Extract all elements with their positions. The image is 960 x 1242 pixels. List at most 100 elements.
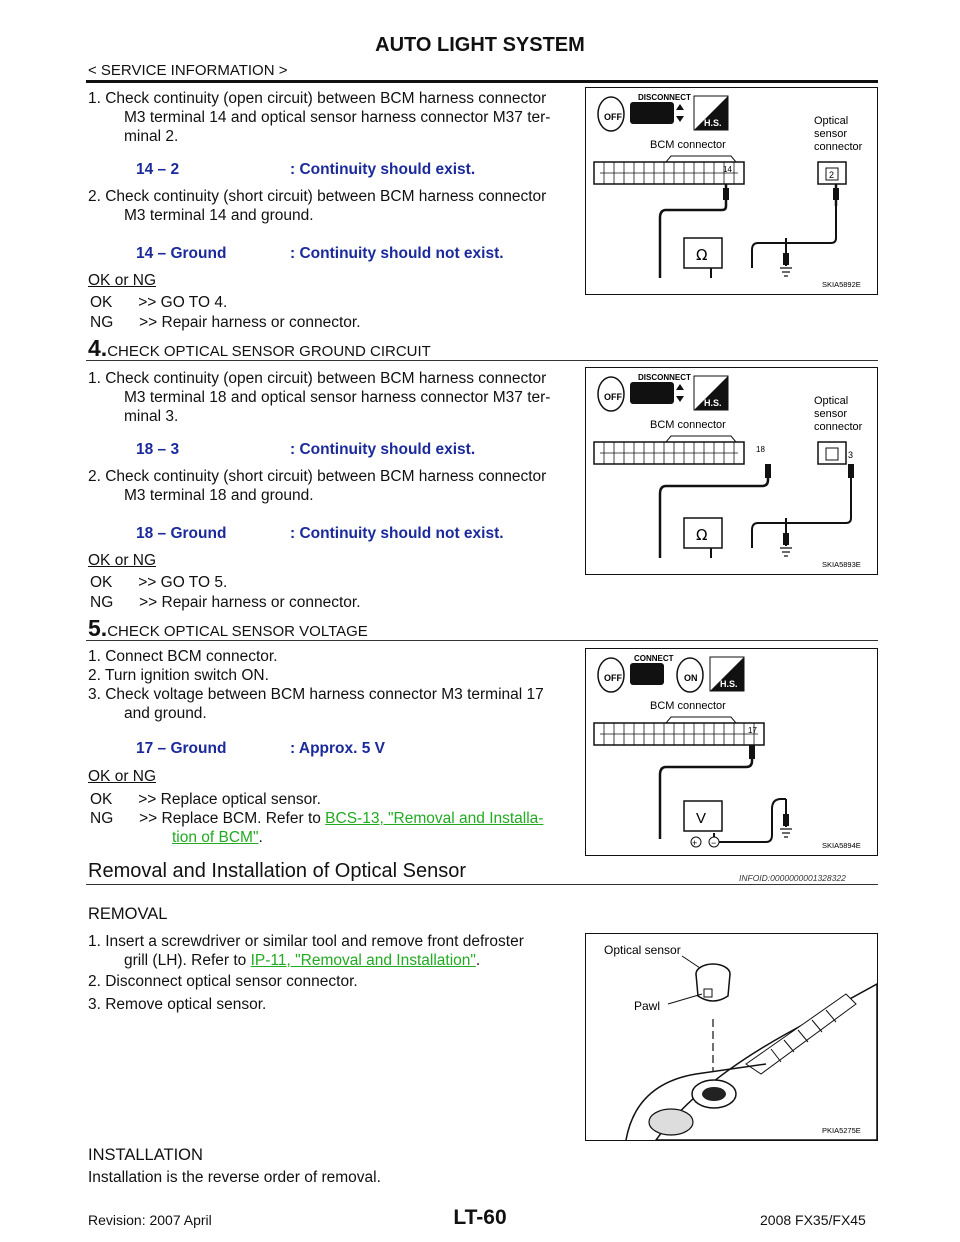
figure-continuity-14-2: OFF DISCONNECT H.S. BCM connector Optica… bbox=[585, 87, 878, 295]
ignition-switch-icon bbox=[597, 376, 625, 412]
svg-text:H.S.: H.S. bbox=[704, 398, 722, 408]
off-label: OFF bbox=[604, 112, 622, 122]
svg-text:H.S.: H.S. bbox=[720, 679, 738, 689]
ground-icon bbox=[780, 267, 792, 277]
step3-spec2-label: 14 – Ground bbox=[136, 245, 227, 262]
ignition-off-icon bbox=[597, 657, 625, 693]
step4-spec2-label: 18 – Ground bbox=[136, 525, 227, 542]
ignition-switch-icon bbox=[597, 96, 625, 132]
svg-text:BCM connector: BCM connector bbox=[650, 700, 726, 712]
figure-voltage-17: OFF CONNECT ON H.S. BCM connector 17 V +… bbox=[585, 648, 878, 856]
figure-code: SKIA5893E bbox=[822, 560, 861, 569]
footer-model: 2008 FX35/FX45 bbox=[760, 1212, 866, 1228]
speaker-grill bbox=[648, 1108, 694, 1136]
optical-sensor-label: Optical sensor bbox=[604, 943, 681, 957]
disconnect-label: DISCONNECT bbox=[638, 93, 691, 102]
wiring-diagram: OFF DISCONNECT H.S. BCM connector Optica… bbox=[593, 93, 863, 289]
svg-text:DISCONNECT: DISCONNECT bbox=[638, 373, 691, 382]
wiring-diagram: OFF CONNECT ON H.S. BCM connector 17 V +… bbox=[593, 654, 861, 850]
figure-code: SKIA5894E bbox=[822, 841, 861, 850]
step5-item2: 2. Turn ignition switch ON. bbox=[88, 667, 269, 684]
step4-rule bbox=[86, 360, 878, 361]
step4-ok: OK >> GO TO 5. bbox=[90, 574, 228, 591]
svg-text:sensor: sensor bbox=[814, 128, 847, 140]
svg-text:Ω: Ω bbox=[696, 526, 707, 544]
svg-text:BCM connector: BCM connector bbox=[650, 419, 726, 431]
svg-text:18: 18 bbox=[756, 445, 765, 454]
figure-continuity-18-3: OFF DISCONNECT H.S. BCM connector Optica… bbox=[585, 367, 878, 575]
connect-label: CONNECT bbox=[634, 654, 674, 663]
svg-text:sensor: sensor bbox=[814, 408, 847, 420]
step4-spec1-label: 18 – 3 bbox=[136, 441, 180, 458]
section-rule bbox=[86, 884, 878, 885]
probe-wire-1 bbox=[658, 464, 770, 558]
svg-text:ON: ON bbox=[684, 673, 698, 683]
step4-item2: 2. Check continuity (short circuit) betw… bbox=[88, 468, 547, 504]
disconnect-arrows-icon bbox=[676, 384, 684, 402]
removal-step-2: 2. Disconnect optical sensor connector. bbox=[88, 973, 358, 990]
svg-text:connector: connector bbox=[814, 141, 863, 153]
svg-text:V: V bbox=[696, 810, 706, 827]
svg-text:14: 14 bbox=[723, 165, 732, 174]
svg-text:Optical: Optical bbox=[814, 395, 848, 407]
step3-item2: 2. Check continuity (short circuit) betw… bbox=[88, 188, 547, 224]
svg-text:connector: connector bbox=[814, 421, 863, 433]
removal-heading: REMOVAL bbox=[88, 905, 168, 923]
step5-spec-label: 17 – Ground bbox=[136, 740, 227, 757]
svg-text:OFF: OFF bbox=[604, 673, 622, 683]
step3-ok: OK >> GO TO 4. bbox=[90, 294, 228, 311]
removal-step-3: 3. Remove optical sensor. bbox=[88, 996, 267, 1013]
step5-rule bbox=[86, 640, 878, 641]
step3-ok-ng: OK or NG bbox=[88, 272, 157, 289]
dashboard-illustration: Optical sensor Pawl PKIA5275E bbox=[604, 943, 877, 1140]
step5-item1: 1. Connect BCM connector. bbox=[88, 648, 278, 665]
disconnect-arrows-icon bbox=[676, 104, 684, 122]
step5-ok: OK >> Replace optical sensor. bbox=[90, 791, 321, 808]
removal-step-1: 1. Insert a screwdriver or similar tool … bbox=[88, 933, 524, 969]
ohmmeter bbox=[683, 517, 723, 549]
ignition-on-icon bbox=[676, 657, 704, 693]
svg-text:−: − bbox=[711, 838, 716, 848]
ip-11-link[interactable]: IP-11, "Removal and Installation" bbox=[250, 952, 476, 969]
wiring-diagram: OFF DISCONNECT H.S. BCM connector Optica… bbox=[593, 373, 863, 569]
step5-ok-ng: OK or NG bbox=[88, 768, 157, 785]
step4-ng: NG >> Repair harness or connector. bbox=[90, 594, 361, 611]
step5-ng: NG >> Replace BCM. Refer to BCS-13, "Rem… bbox=[90, 810, 544, 827]
step3-spec2-value: : Continuity should not exist. bbox=[290, 245, 504, 262]
info-id: INFOID:0000000001328322 bbox=[739, 873, 846, 883]
step4-item1: 1. Check continuity (open circuit) betwe… bbox=[88, 370, 551, 425]
step5-heading: 5.CHECK OPTICAL SENSOR VOLTAGE bbox=[88, 615, 368, 641]
connector-icon bbox=[630, 102, 674, 124]
installation-text: Installation is the reverse order of rem… bbox=[88, 1169, 381, 1186]
step4-heading: 4.CHECK OPTICAL SENSOR GROUND CIRCUIT bbox=[88, 335, 431, 361]
bcm-connector-label: BCM connector bbox=[650, 139, 726, 151]
svg-text:3: 3 bbox=[848, 450, 853, 460]
step4-spec1-value: : Continuity should exist. bbox=[290, 441, 476, 458]
step3-ng: NG >> Repair harness or connector. bbox=[90, 314, 361, 331]
step5-item3: 3. Check voltage between BCM harness con… bbox=[88, 686, 544, 722]
figure-optical-sensor-location: Optical sensor Pawl PKIA5275E bbox=[585, 933, 878, 1141]
page-number: LT-60 bbox=[453, 1206, 507, 1229]
ground-icon bbox=[780, 547, 792, 557]
bcs-13-link[interactable]: BCS-13, "Removal and Installa- bbox=[325, 810, 544, 827]
ground-icon bbox=[780, 828, 792, 838]
svg-text:17: 17 bbox=[748, 726, 757, 735]
step3-spec1-label: 14 – 2 bbox=[136, 161, 180, 178]
step4-spec2-value: : Continuity should not exist. bbox=[290, 525, 504, 542]
svg-text:Optical: Optical bbox=[814, 115, 848, 127]
svg-text:+: + bbox=[692, 838, 697, 848]
ohmmeter bbox=[683, 237, 723, 269]
bcs-13-link-cont[interactable]: tion of BCM" bbox=[172, 829, 259, 846]
step5-ng-cont: tion of BCM". bbox=[172, 829, 263, 846]
step4-ok-ng: OK or NG bbox=[88, 552, 157, 569]
step3-item1: 1. Check continuity (open circuit) betwe… bbox=[88, 90, 551, 145]
figure-code: PKIA5275E bbox=[822, 1126, 861, 1135]
connector-icon bbox=[630, 382, 674, 404]
svg-text:OFF: OFF bbox=[604, 392, 622, 402]
section-title: Removal and Installation of Optical Sens… bbox=[88, 860, 466, 882]
svg-text:2: 2 bbox=[829, 170, 834, 180]
probe-wire bbox=[658, 759, 754, 839]
section-breadcrumb: < SERVICE INFORMATION > bbox=[88, 62, 288, 79]
voltmeter bbox=[683, 800, 723, 832]
step3-spec1-value: : Continuity should exist. bbox=[290, 161, 476, 178]
